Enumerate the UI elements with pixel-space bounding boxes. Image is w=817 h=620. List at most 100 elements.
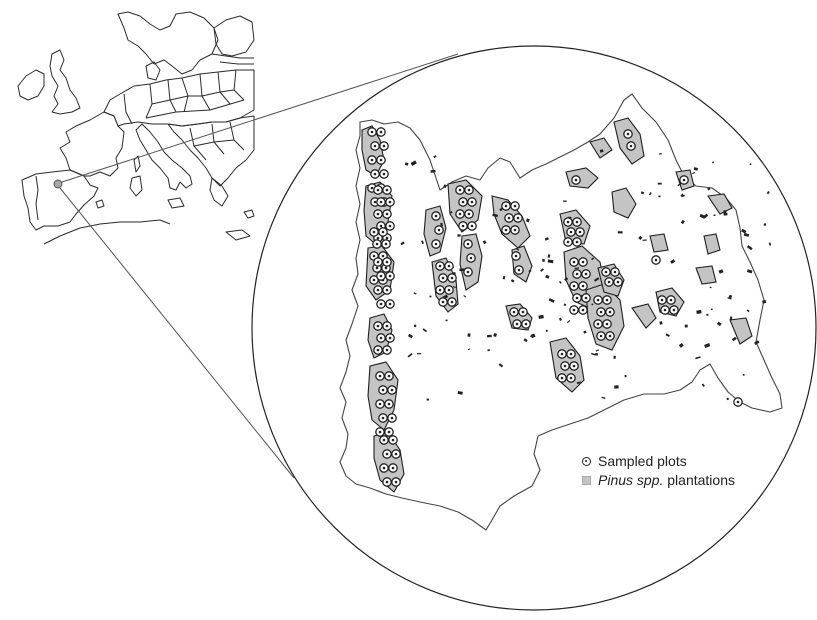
plantation-patch	[611, 187, 637, 219]
plantation-fragment	[680, 193, 684, 197]
sampled-plot-marker-center	[379, 200, 383, 204]
plantation-fragment	[712, 161, 714, 164]
plantation-fragment	[728, 294, 733, 299]
plantation-fragment	[443, 184, 447, 189]
sampled-plot-marker-center	[605, 298, 609, 302]
sampled-plot-marker-center	[467, 212, 471, 216]
sampled-plot-marker-center	[654, 258, 658, 262]
sampled-plot-marker-center	[381, 416, 385, 420]
plantation-fragment	[538, 314, 544, 319]
sampled-plot-marker-center	[660, 298, 664, 302]
sampled-plot-marker-center	[376, 212, 380, 216]
plantation-fragment	[467, 348, 471, 351]
sampled-plot-marker-center	[517, 268, 521, 272]
sardinia-outline	[129, 175, 143, 197]
plantation-fragment	[680, 219, 685, 225]
plantation-patch	[695, 265, 717, 285]
plantation-fragment	[657, 182, 662, 185]
plantation-fragment	[716, 321, 722, 327]
plantation-fragment	[487, 349, 490, 352]
sampled-plot-marker-center	[375, 266, 379, 270]
sampled-plot-marker-center	[599, 334, 603, 338]
sampled-plot-marker-center	[379, 224, 383, 228]
sampled-plot-marker-center	[438, 264, 442, 268]
sampled-plot-marker-center	[575, 272, 579, 276]
sampled-plot-marker-center	[370, 158, 374, 162]
plantation-fragment	[542, 258, 545, 262]
plantation-fragment	[404, 162, 409, 166]
plantation-fragment	[558, 280, 562, 284]
plantation-fragment	[433, 155, 437, 159]
plantation-patch	[649, 233, 669, 253]
plantation-fragment	[544, 237, 549, 241]
plantation-fragment	[718, 269, 724, 274]
sampled-plot-marker-center	[584, 296, 588, 300]
plantation-fragment	[659, 152, 662, 155]
plantation-fragment	[731, 336, 737, 342]
sampled-plot-marker-center	[384, 266, 388, 270]
sampled-plot-marker-center	[516, 216, 520, 220]
sampled-plot-marker-center	[599, 310, 603, 314]
portugal-border	[35, 175, 39, 221]
denmark-outline	[145, 61, 161, 81]
plantation-fragment	[576, 381, 581, 385]
sampled-plot-marker-center	[461, 224, 465, 228]
sampled-plot-marker-center	[385, 212, 389, 216]
plantation-fragment	[642, 239, 647, 241]
sampled-plot-marker-center	[385, 452, 389, 456]
plantation-fragment	[591, 303, 594, 306]
internal-borders	[123, 69, 245, 125]
sampled-plot-marker-center	[378, 402, 382, 406]
sampled-plot-marker-center	[387, 374, 391, 378]
sampled-plot-marker-center	[388, 200, 392, 204]
sampled-plot-marker-center	[387, 430, 391, 434]
plantation-fragment	[704, 342, 711, 348]
sampled-plot-marker-center	[470, 224, 474, 228]
sampled-plot-marker-center	[566, 220, 570, 224]
plantation-fragment	[763, 223, 767, 226]
plantation-fragment	[545, 329, 548, 332]
sampled-plot-marker-center	[385, 188, 389, 192]
sampled-plot-marker-center	[434, 242, 438, 246]
plantation-fragment	[414, 324, 417, 328]
sampled-plot-marker-center	[385, 288, 389, 292]
sampled-plot-marker-center	[521, 310, 525, 314]
cyprus-outline	[243, 209, 255, 219]
sampled-plot-marker-center	[447, 264, 451, 268]
sampled-plot-marker-center	[385, 324, 389, 328]
sampled-plot-marker-center	[515, 322, 519, 326]
plantation-fragment	[617, 231, 623, 234]
balkans-outline	[167, 115, 255, 187]
gray-square-icon	[582, 476, 591, 485]
plantation-fragment	[665, 333, 670, 337]
plantation-fragment	[421, 240, 424, 245]
finland-outline	[213, 15, 255, 57]
sampled-plot-marker-center	[524, 322, 528, 326]
plantation-fragment	[523, 338, 528, 343]
corsica-outline	[133, 155, 141, 173]
sampled-plot-marker-center	[581, 260, 585, 264]
plantation-fragment	[678, 342, 684, 348]
sampled-plot-marker-center	[607, 280, 611, 284]
plantation-patch	[589, 137, 613, 159]
sampled-plot-marker-center	[373, 200, 377, 204]
sampled-plot-marker-center	[438, 288, 442, 292]
sampled-plot-marker-center	[507, 216, 511, 220]
plantation-fragment	[695, 356, 701, 360]
sampled-plot-marker-center	[512, 310, 516, 314]
sampled-plot-marker-center	[372, 278, 376, 282]
sampled-plot-marker-center	[513, 204, 517, 208]
legend-label-plantations: Pinus spp. plantations	[598, 471, 735, 490]
plantation-fragment	[591, 257, 595, 261]
sampled-plot-marker-center	[381, 388, 385, 392]
plantation-fragment	[583, 330, 587, 334]
sampled-plot-marker-center	[596, 322, 600, 326]
sampled-plot-marker-center	[390, 416, 394, 420]
sampled-plot-marker-center	[379, 302, 383, 306]
plantation-fragment	[614, 385, 619, 389]
britain-outline	[49, 49, 81, 115]
sampled-plot-marker-center	[447, 288, 451, 292]
sampled-plot-marker-center	[672, 308, 676, 312]
balkan-borders	[189, 121, 245, 161]
sampled-plot-marker-center	[458, 188, 462, 192]
